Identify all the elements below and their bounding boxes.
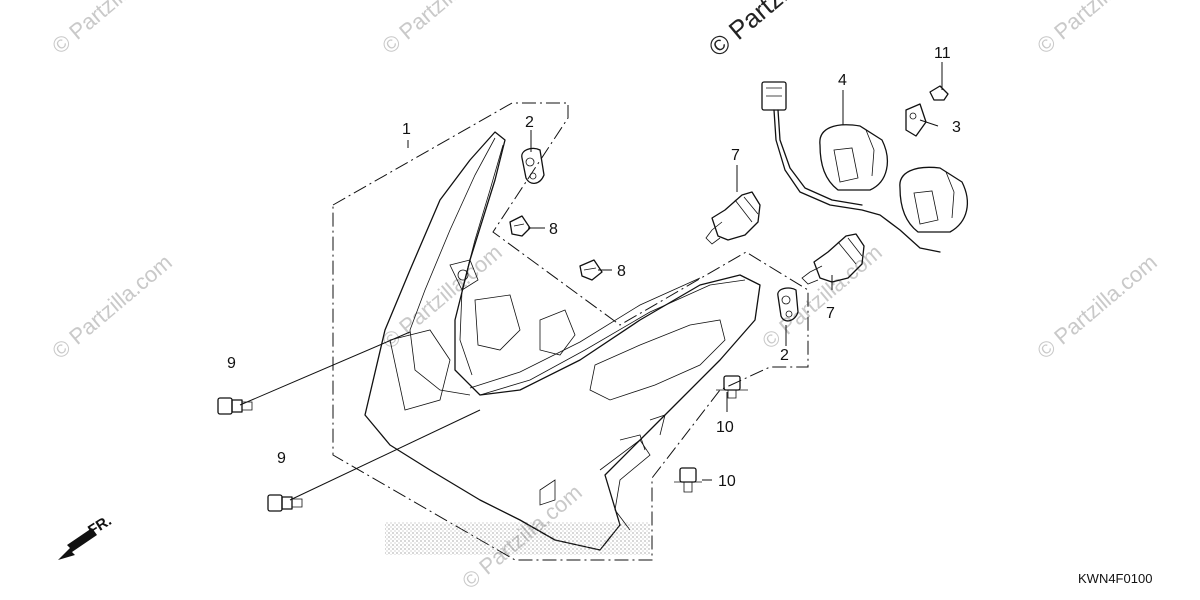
bolt-part (217, 397, 253, 415)
watermark: © Partzilla.com (1032, 0, 1162, 59)
callout-8: 8 (549, 221, 558, 238)
watermark: © Partzilla.com (1032, 249, 1162, 363)
watermark: © Partzilla.com (377, 239, 507, 353)
screw-part (716, 375, 748, 399)
bolt-part (267, 494, 303, 512)
callout-8: 8 (617, 263, 626, 280)
callout-7: 7 (731, 147, 740, 164)
watermark: © Partzilla.com (47, 249, 177, 363)
callout-11: 11 (934, 45, 951, 62)
screw-part (929, 85, 949, 101)
clip-part (579, 259, 603, 281)
watermark: © Partzilla.com (47, 0, 177, 59)
watermark-layer: © Partzilla.com © Partzilla.com © Partzi… (47, 0, 1162, 594)
screw-part (674, 467, 702, 493)
socket-harness-part (761, 81, 968, 253)
callout-4: 4 (838, 72, 847, 89)
callout-numbers: 1 2 2 3 4 7 7 8 8 9 9 10 10 11 (227, 45, 961, 490)
grommet-part (521, 147, 545, 184)
leader-lines (239, 62, 943, 501)
callout-10: 10 (718, 473, 736, 490)
arrow-left-down-icon (58, 528, 97, 560)
bulb-socket-part (705, 191, 761, 245)
callout-2: 2 (780, 347, 789, 364)
watermark: © Partzilla.com (377, 0, 507, 59)
callout-7: 7 (826, 305, 835, 322)
callout-2: 2 (525, 114, 534, 131)
callout-9: 9 (277, 450, 286, 467)
grommet-part (777, 287, 799, 322)
label-stipple (385, 522, 650, 555)
callout-1: 1 (402, 121, 411, 138)
clip-part (509, 215, 531, 237)
callout-3: 3 (952, 119, 961, 136)
callout-9: 9 (227, 355, 236, 372)
front-direction-indicator: FR. (58, 512, 115, 560)
harness-clamp-part (905, 103, 927, 137)
assembly-boundary (332, 102, 809, 561)
watermark: © Partzilla.com (703, 0, 856, 63)
diagram-code: KWN4F0100 (1078, 571, 1152, 586)
bulb-socket-part (801, 233, 865, 285)
callout-10: 10 (716, 419, 734, 436)
